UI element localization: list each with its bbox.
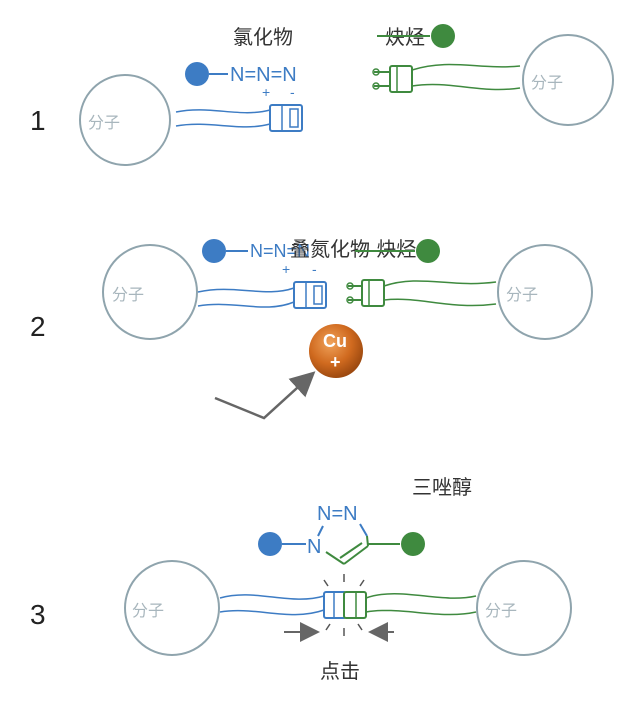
azide-strap (175, 109, 271, 114)
molecule-label: 分子 (132, 601, 164, 620)
blue-atom-icon (258, 532, 282, 556)
green-atom-icon (416, 239, 440, 263)
molecule-label: 分子 (112, 285, 144, 304)
molecule-label: 分子 (506, 285, 538, 304)
molecule-label: 分子 (485, 601, 517, 620)
step-number: 2 (30, 311, 46, 342)
green-atom-icon (401, 532, 425, 556)
molecule-circle (124, 560, 220, 656)
overlay-label: 叠氮化物 炔烃 (290, 237, 416, 261)
copper-symbol: Cu (323, 331, 347, 351)
joined-buckle-icon (323, 591, 367, 619)
charge-plus: + (262, 84, 270, 100)
charge-minus: - (312, 261, 317, 277)
charge-plus: + (282, 261, 290, 277)
step-2: 2 N=N=N + - 叠氮化物 炔烃 分子 分子 (30, 237, 593, 420)
step-number: 1 (30, 105, 46, 136)
buckle-male-icon (346, 279, 385, 307)
molecule-label: 分子 (531, 73, 563, 92)
buckle-male-icon (372, 65, 413, 93)
copper-ion-icon: Cu + (309, 324, 363, 378)
step-3: 3 三唑醇 N N=N 分子 (30, 475, 572, 683)
buckle-female-icon (269, 104, 303, 132)
triazole-title: 三唑醇 (412, 475, 472, 499)
triazole-top: N=N (317, 503, 358, 525)
molecule-circle (497, 244, 593, 340)
molecule-circle (476, 560, 572, 656)
azide-strap (197, 287, 295, 293)
alkyne-strap (383, 280, 497, 287)
blue-atom-icon (185, 62, 209, 86)
step-number: 3 (30, 599, 46, 630)
triazole-n: N (307, 536, 321, 558)
molecule-label: 分子 (88, 113, 120, 132)
azide-title: 氯化物 (233, 25, 293, 49)
azide-group: N=N=N (230, 64, 297, 86)
click-sparks (323, 574, 365, 636)
molecule-circle (79, 74, 171, 166)
buckle-female-icon (293, 281, 327, 309)
step-1: 1 氯化物 炔烃 N=N=N + - 分子 分子 (30, 24, 614, 166)
molecule-circle (102, 244, 198, 340)
azide-strap (219, 594, 325, 600)
copper-charge: + (330, 352, 341, 372)
arrow-icon (214, 371, 316, 420)
molecule-circle (522, 34, 614, 126)
triazole-structure: N N=N (258, 503, 425, 565)
blue-atom-icon (202, 239, 226, 263)
alkyne-strap (411, 63, 521, 71)
charge-minus: - (290, 84, 295, 100)
green-atom-icon (431, 24, 455, 48)
azide-group: N=N=N (250, 241, 310, 261)
click-label: 点击 (320, 659, 360, 683)
alkyne-strap (365, 592, 477, 599)
